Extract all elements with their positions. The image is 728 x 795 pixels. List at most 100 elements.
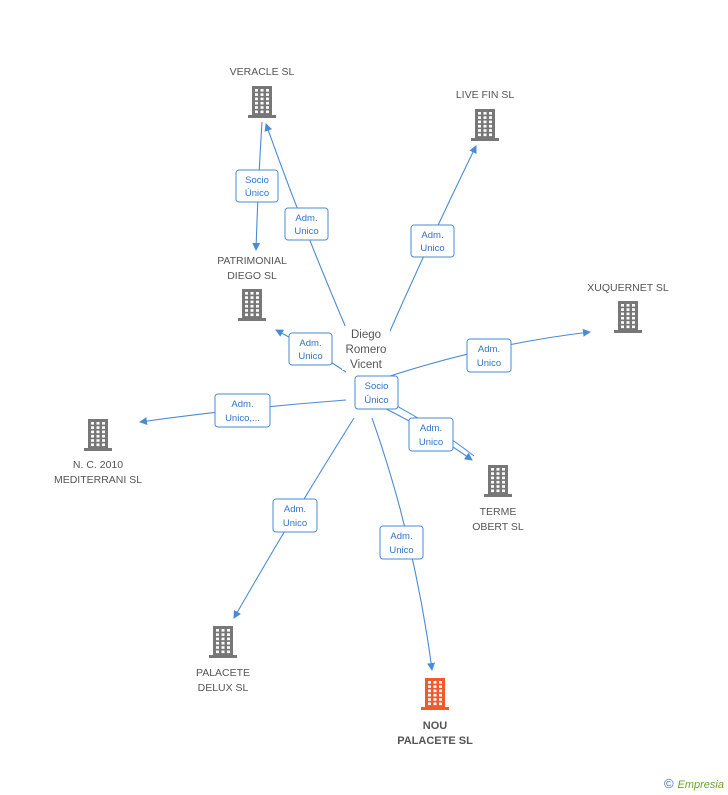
relation-text: Unico	[419, 437, 443, 448]
building-window	[91, 443, 94, 447]
building-window	[439, 693, 442, 697]
building-window	[245, 304, 248, 308]
company-terme[interactable]: TERME OBERT SL	[472, 465, 524, 533]
company-noupalacete[interactable]: NOU PALACETE SL	[397, 678, 473, 747]
person-label: Romero	[346, 344, 387, 356]
relation-text: Unico	[294, 226, 318, 237]
person-node[interactable]: Diego Romero Vicent	[342, 326, 390, 371]
building-window	[502, 485, 505, 488]
building-window	[433, 702, 437, 706]
company-nodes: VERACLE SL LIVE FIN SL PATRIMONIAL DIEGO…	[54, 66, 669, 747]
company-label: DELUX SL	[198, 682, 249, 694]
building-window	[266, 106, 269, 109]
building-window	[502, 480, 505, 484]
building-window	[216, 641, 219, 645]
building-window	[496, 472, 500, 475]
relation-text: Adm.	[478, 344, 500, 355]
building-window	[496, 489, 500, 493]
relation-text: Adm.	[295, 213, 317, 224]
building-window	[621, 321, 624, 324]
building-window	[632, 321, 635, 324]
company-patrimonial[interactable]: PATRIMONIAL DIEGO SL	[217, 255, 287, 321]
building-window	[491, 485, 494, 488]
relation-adm-terme[interactable]: Adm. Unico	[408, 417, 454, 452]
building-window	[502, 468, 505, 471]
building-window	[483, 124, 487, 128]
building-window	[478, 116, 481, 119]
building-window	[216, 637, 219, 641]
company-label: PALACETE	[196, 667, 250, 679]
building-window	[102, 422, 105, 425]
building-window	[491, 480, 494, 484]
relation-adm-veracle[interactable]: Adm. Unico	[284, 207, 329, 241]
relation-adm-xuquernet[interactable]: Adm. Unico	[466, 338, 512, 373]
building-window	[632, 316, 635, 320]
building-window	[489, 112, 492, 115]
relation-adm-patrimonial[interactable]: Adm. Unico	[288, 332, 333, 366]
company-livefin[interactable]: LIVE FIN SL	[456, 89, 515, 141]
building-window	[621, 325, 624, 329]
building-window	[483, 129, 487, 132]
relation-adm-nc2010[interactable]: Adm. Unico,...	[214, 393, 271, 428]
building-window	[91, 439, 94, 442]
building-window	[489, 124, 492, 128]
company-label: PALACETE SL	[397, 735, 473, 747]
building-window	[256, 304, 259, 308]
building-window	[227, 629, 230, 632]
building-window	[255, 110, 258, 114]
building-window	[227, 637, 230, 641]
relation-text: Unico	[477, 358, 501, 369]
building-window	[255, 106, 258, 109]
relation-box	[354, 375, 399, 410]
building-window	[439, 681, 442, 684]
building-window	[483, 112, 487, 115]
company-palacetedelux[interactable]: PALACETE DELUX SL	[196, 626, 250, 694]
building-icon	[484, 465, 512, 497]
relation-box	[214, 393, 271, 428]
building-window	[250, 313, 254, 317]
relation-adm-livefin[interactable]: Adm. Unico	[410, 224, 455, 258]
building-window	[250, 292, 254, 295]
building-window	[621, 308, 624, 311]
building-window	[216, 650, 219, 654]
relation-adm-noupalacete[interactable]: Adm. Unico	[379, 525, 424, 560]
building-window	[255, 89, 258, 92]
building-window	[221, 637, 225, 641]
building-window	[483, 120, 487, 124]
building-window	[245, 292, 248, 295]
building-window	[227, 650, 230, 654]
building-window	[256, 296, 259, 299]
relation-text: Unico	[298, 351, 322, 362]
building-window	[96, 434, 100, 438]
relation-text: Único	[245, 188, 269, 199]
building-window	[255, 101, 258, 105]
building-window	[491, 472, 494, 475]
building-window	[256, 300, 259, 304]
building-icon	[238, 289, 266, 321]
building-base	[421, 707, 449, 710]
relation-adm-palacetedelux[interactable]: Adm. Unico	[272, 498, 318, 533]
building-window	[266, 101, 269, 105]
building-window	[496, 480, 500, 484]
building-window	[245, 296, 248, 299]
company-label: NOU	[423, 720, 448, 732]
building-icon	[421, 678, 449, 710]
building-window	[439, 698, 442, 701]
relation-socio-unico[interactable]: Socio Único	[354, 375, 399, 410]
company-nc2010[interactable]: N. C. 2010 MEDITERRANI SL	[54, 419, 142, 486]
relation-box	[466, 338, 512, 373]
building-window	[478, 112, 481, 115]
building-window	[428, 698, 431, 701]
relation-text: Adm.	[420, 423, 442, 434]
building-window	[491, 476, 494, 480]
company-label: PATRIMONIAL	[217, 255, 287, 267]
building-base	[84, 448, 112, 451]
building-window	[266, 97, 269, 101]
building-base	[614, 330, 642, 333]
building-window	[216, 646, 219, 649]
building-base	[248, 115, 276, 118]
building-window	[632, 304, 635, 307]
company-xuquernet[interactable]: XUQUERNET SL	[587, 282, 669, 333]
company-veracle[interactable]: VERACLE SL	[230, 66, 295, 118]
relation-socio-veracle-patrimonial[interactable]: Socio Único	[235, 169, 279, 203]
